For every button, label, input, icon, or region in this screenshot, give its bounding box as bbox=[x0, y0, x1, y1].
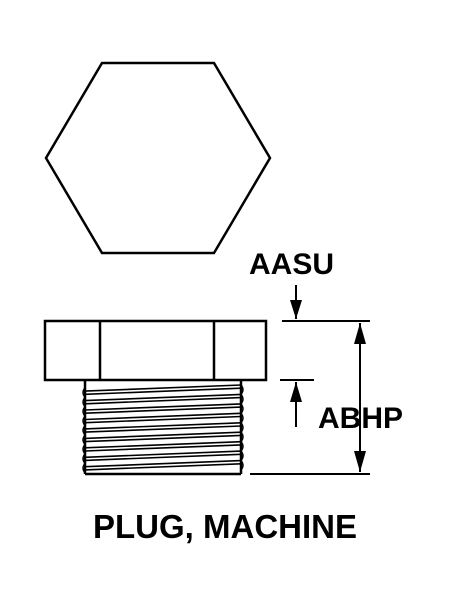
thread-crest-right bbox=[240, 422, 244, 433]
thread-crest-right bbox=[240, 460, 244, 471]
thread-line bbox=[84, 396, 242, 405]
thread-line bbox=[84, 415, 242, 424]
hex-head-side-view bbox=[43, 319, 268, 382]
thread-crest-right bbox=[240, 403, 244, 414]
thread-crest-right bbox=[240, 393, 244, 405]
thread-crest-left bbox=[82, 406, 86, 417]
thread-crest-left bbox=[82, 462, 86, 474]
thread-line bbox=[84, 450, 242, 459]
thread-line bbox=[84, 384, 242, 392]
thread-crest-left bbox=[82, 425, 86, 436]
thread-lines bbox=[82, 384, 244, 474]
dimension-abhp bbox=[250, 323, 370, 475]
hex-top-view bbox=[44, 61, 272, 255]
thread-crest-right bbox=[240, 431, 244, 443]
thread-crest-left bbox=[82, 444, 86, 455]
thread-line bbox=[84, 403, 242, 411]
thread-line bbox=[84, 463, 242, 471]
thread-line bbox=[84, 425, 242, 433]
thread-crest-left bbox=[82, 415, 86, 427]
thread-crest-left bbox=[82, 453, 86, 464]
label-abhp: ABHP bbox=[318, 402, 403, 435]
thread-line bbox=[84, 412, 242, 421]
thread-line bbox=[84, 393, 242, 402]
thread-line bbox=[84, 453, 242, 462]
thread-line bbox=[84, 444, 242, 452]
thread-line bbox=[84, 440, 242, 449]
thread-crest-left bbox=[82, 387, 86, 398]
thread-line bbox=[84, 459, 242, 468]
dimension-aasu bbox=[282, 285, 370, 322]
thread-crest-right bbox=[240, 450, 244, 461]
caption: PLUG, MACHINE bbox=[93, 508, 357, 545]
thread-line bbox=[84, 422, 242, 430]
thread-crest-left bbox=[82, 396, 86, 408]
thread-crest-right bbox=[240, 384, 244, 395]
thread-crest-right bbox=[240, 412, 244, 424]
label-aasu: AASU bbox=[249, 248, 334, 281]
threaded-shank bbox=[82, 380, 244, 476]
dimension-head-bottom bbox=[280, 379, 314, 427]
thread-line bbox=[84, 406, 242, 414]
thread-line bbox=[84, 387, 242, 396]
thread-line bbox=[84, 431, 242, 440]
thread-crest-right bbox=[240, 441, 244, 452]
thread-crest-left bbox=[82, 434, 86, 445]
thread-line bbox=[84, 434, 242, 443]
